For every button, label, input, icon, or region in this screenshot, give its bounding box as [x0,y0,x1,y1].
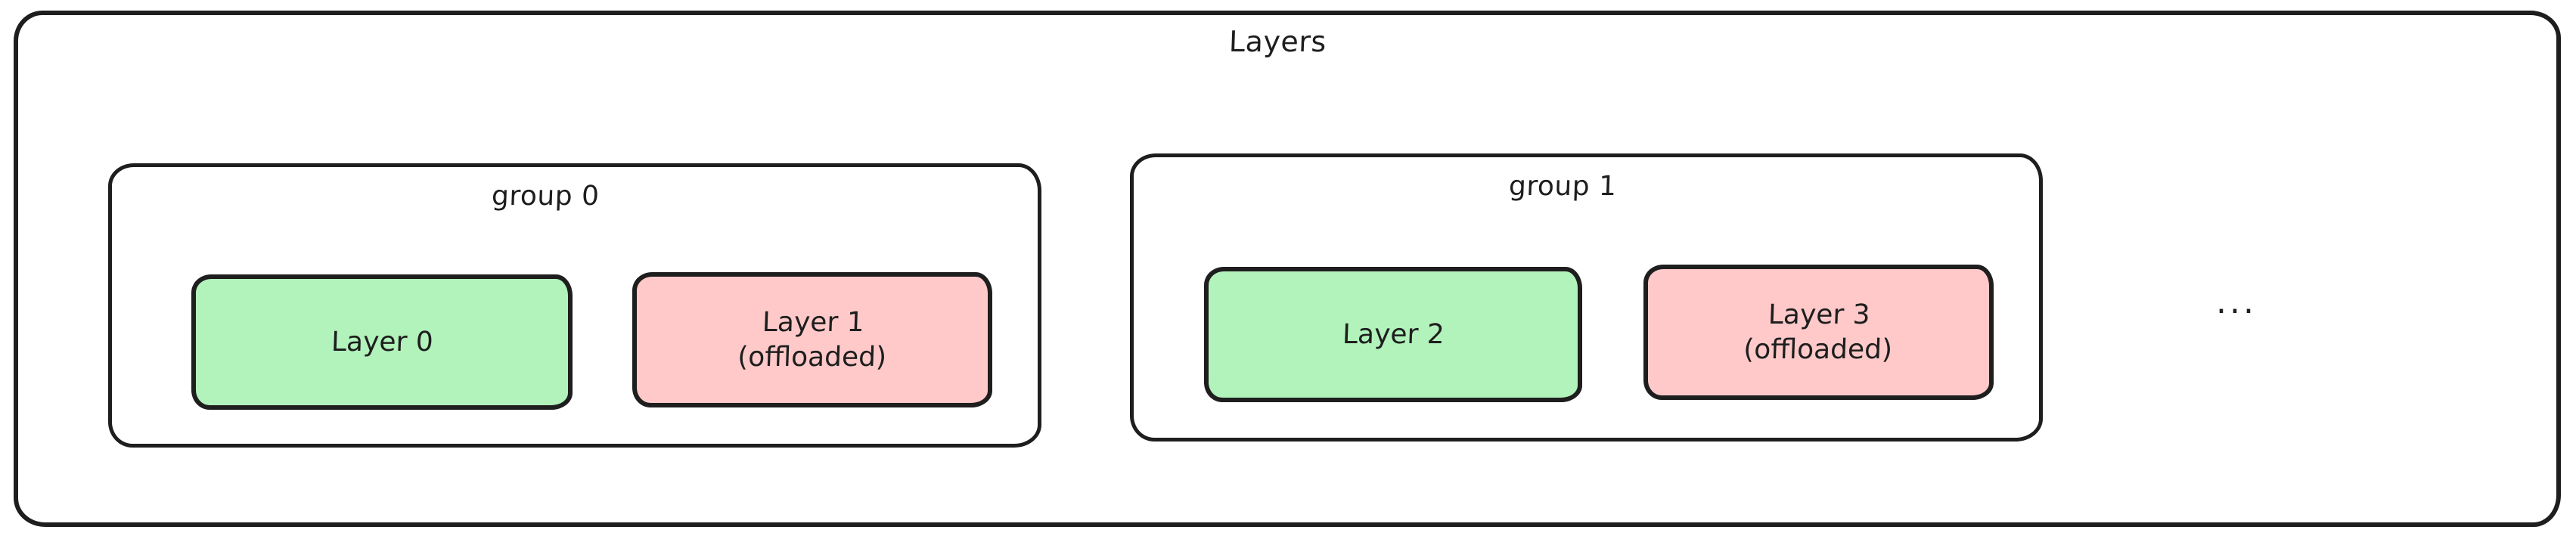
continuation-ellipsis: ... [2216,283,2257,321]
layer-label-1: Layer 1 (offloaded) [737,306,887,373]
layer-label-0: Layer 0 [330,326,434,358]
layer-box-3[interactable]: Layer 3 (offloaded) [1643,265,1994,400]
group-label-1: group 1 [1508,171,1618,202]
group-label-0: group 0 [491,181,601,212]
layer-box-0[interactable]: Layer 0 [191,274,573,410]
page-title: Layers [1228,25,1327,58]
layer-label-2: Layer 2 [1341,318,1445,350]
layer-label-3: Layer 3 (offloaded) [1743,299,1893,365]
layer-box-2[interactable]: Layer 2 [1204,267,1582,402]
layer-box-1[interactable]: Layer 1 (offloaded) [632,272,992,407]
